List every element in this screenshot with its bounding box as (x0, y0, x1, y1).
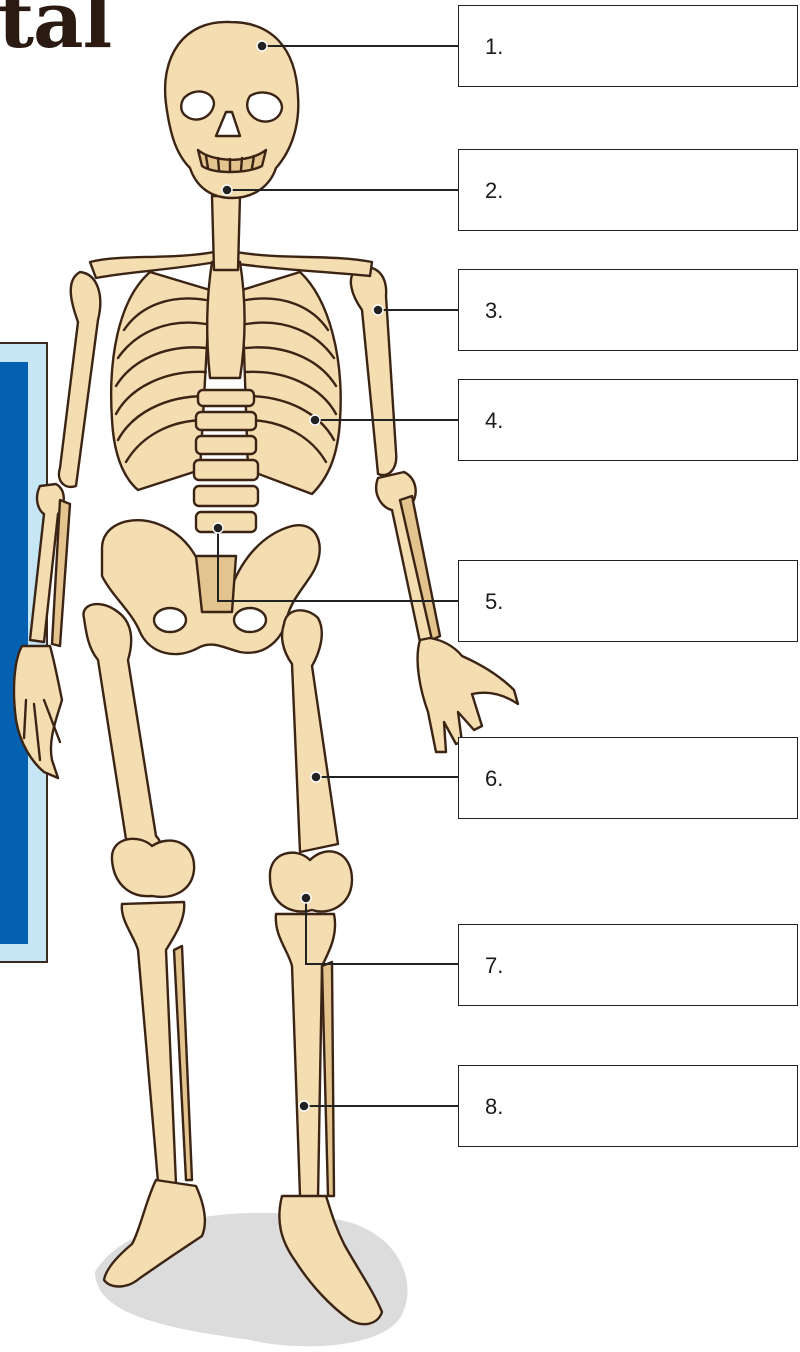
label-box-6[interactable]: 6. (458, 737, 798, 819)
leader-dot-8 (299, 1101, 309, 1111)
leader-dot-2 (222, 185, 232, 195)
skull (165, 22, 298, 198)
right-femur (282, 610, 338, 852)
label-number: 8. (485, 1094, 503, 1120)
label-box-1[interactable]: 1. (458, 5, 798, 87)
label-number: 7. (485, 953, 503, 979)
label-box-7[interactable]: 7. (458, 924, 798, 1006)
left-humerus (59, 272, 100, 487)
label-number: 6. (485, 766, 503, 792)
label-number: 5. (485, 589, 503, 615)
left-hand (14, 646, 62, 778)
label-box-8[interactable]: 8. (458, 1065, 798, 1147)
leader-dot-3 (373, 305, 383, 315)
label-number: 1. (485, 34, 503, 60)
label-number: 2. (485, 178, 503, 204)
left-tibia (122, 902, 192, 1184)
left-forearm (30, 484, 70, 646)
leader-dot-1 (257, 41, 267, 51)
leader-dot-4 (310, 415, 320, 425)
leader-dot-5 (213, 523, 223, 533)
right-knee (270, 851, 352, 911)
label-box-2[interactable]: 2. (458, 149, 798, 231)
left-knee (112, 839, 194, 897)
label-box-3[interactable]: 3. (458, 269, 798, 351)
right-forearm (376, 472, 440, 642)
label-box-5[interactable]: 5. (458, 560, 798, 642)
leader-dot-7 (301, 893, 311, 903)
right-hand (418, 638, 518, 752)
label-box-4[interactable]: 4. (458, 379, 798, 461)
label-number: 3. (485, 298, 503, 324)
right-humerus (351, 267, 396, 475)
leader-dot-6 (311, 772, 321, 782)
label-number: 4. (485, 408, 503, 434)
